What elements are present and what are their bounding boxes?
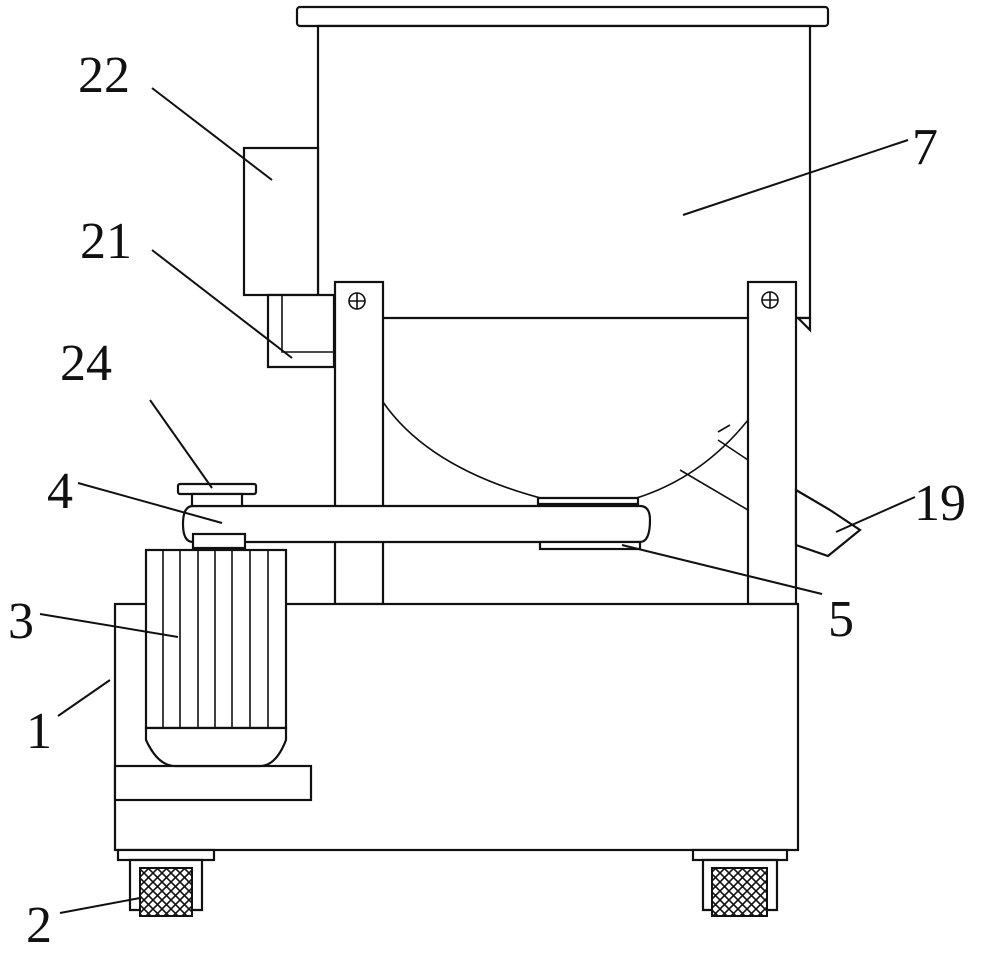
pulley-cap-24	[176, 482, 258, 508]
label-19: 19	[914, 475, 966, 532]
bearing-5	[538, 540, 642, 551]
label-3: 3	[8, 593, 34, 650]
hopper-body	[316, 24, 812, 506]
label-21: 21	[80, 213, 132, 270]
label-2: 2	[26, 897, 52, 954]
connector-21	[266, 293, 336, 369]
right-support-post	[746, 280, 798, 606]
label-24: 24	[60, 335, 112, 392]
caster-left-2	[116, 848, 216, 917]
discharge-chute-19	[679, 424, 862, 560]
leader-lines	[39, 87, 916, 914]
label-4: 4	[47, 463, 73, 520]
label-1: 1	[26, 703, 52, 760]
motor-3	[144, 548, 288, 768]
caster-right	[691, 848, 789, 917]
label-7: 7	[912, 119, 938, 176]
hopper-lid	[295, 5, 830, 28]
label-5: 5	[828, 591, 854, 648]
label-22: 22	[78, 47, 130, 104]
left-support-post	[333, 280, 385, 606]
gearbox-22	[242, 146, 320, 297]
